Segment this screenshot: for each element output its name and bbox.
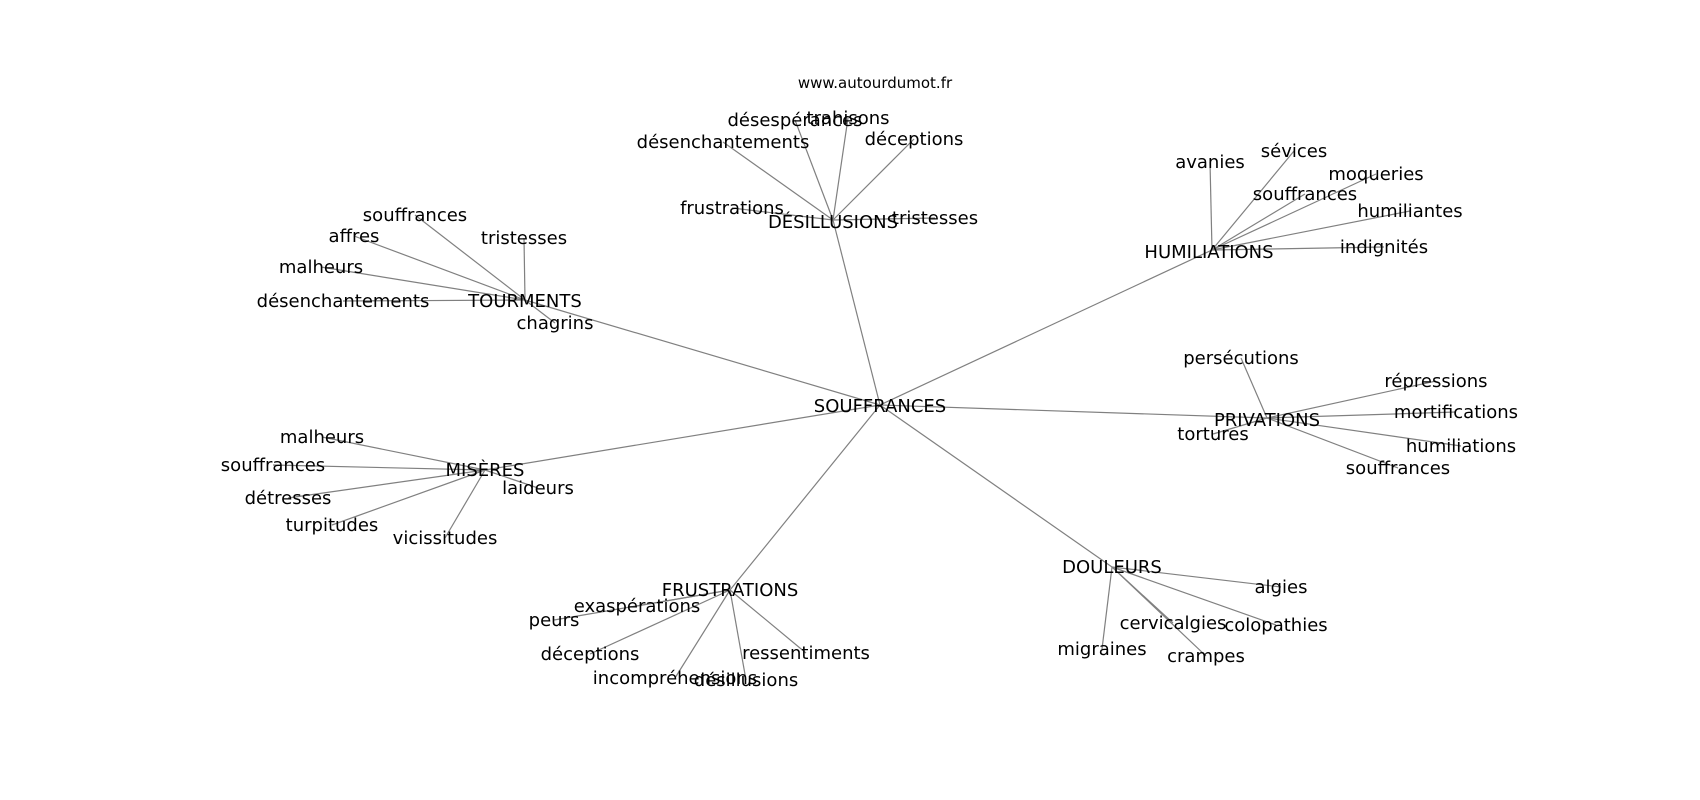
edge-tourments-4 — [342, 299, 526, 302]
word-node: désespérances — [727, 110, 862, 131]
word-node: incompréhensions — [593, 668, 757, 689]
edge-desillusions-2 — [722, 141, 834, 221]
word-node: colopathies — [1224, 615, 1327, 636]
word-node: tristesses — [481, 228, 567, 249]
hub-node-tourments: TOURMENTS — [467, 291, 582, 312]
edge-miseres-5 — [444, 469, 486, 539]
edge-miseres-1 — [272, 464, 486, 471]
edge-root-humiliations — [879, 249, 1213, 406]
edge-desillusions-5 — [832, 217, 936, 221]
word-node: sévices — [1261, 141, 1327, 162]
edge-frustrations-2 — [589, 589, 731, 655]
hub-node-desillusions: DÉSILLUSIONS — [768, 211, 898, 233]
edge-desillusions-4 — [731, 207, 834, 221]
edge-root-tourments — [524, 299, 881, 406]
edge-douleurs-4 — [1111, 566, 1207, 657]
word-node: souffrances — [1346, 458, 1450, 479]
hub-node-frustrations: FRUSTRATIONS — [662, 580, 799, 601]
edge-miseres-0 — [321, 436, 486, 471]
word-node: désenchantements — [637, 132, 810, 153]
word-node: crampes — [1167, 646, 1245, 667]
edges-layer — [272, 117, 1462, 681]
word-node: laideurs — [502, 478, 574, 499]
edge-humiliations-2 — [1211, 173, 1377, 251]
edge-douleurs-3 — [1101, 566, 1113, 650]
edge-douleurs-0 — [1111, 566, 1282, 588]
edge-root-privations — [879, 404, 1268, 419]
edge-frustrations-1 — [553, 589, 731, 621]
word-node: avanies — [1175, 152, 1245, 173]
word-node: chagrins — [517, 313, 594, 334]
word-node: détresses — [245, 488, 332, 509]
hub-node-privations: PRIVATIONS — [1214, 410, 1320, 431]
word-node: tristesses — [892, 208, 978, 229]
word-node: malheurs — [279, 257, 363, 278]
word-node: souffrances — [363, 205, 467, 226]
edge-root-miseres — [484, 404, 881, 471]
edge-tourments-2 — [523, 237, 526, 301]
edge-miseres-2 — [484, 469, 539, 489]
word-node: humiliantes — [1357, 201, 1462, 222]
word-node: persécutions — [1183, 348, 1299, 369]
edge-frustrations-3 — [729, 589, 807, 654]
word-node: affres — [329, 226, 380, 247]
edge-desillusions-3 — [832, 138, 915, 221]
word-node: désillusions — [694, 670, 798, 691]
site-url: www.autourdumot.fr — [798, 74, 953, 92]
edge-privations-3 — [1212, 417, 1268, 435]
edge-tourments-0 — [414, 214, 526, 301]
root-node: SOUFFRANCES — [814, 396, 946, 417]
word-node: peurs — [529, 610, 580, 631]
edge-desillusions-0 — [794, 119, 834, 221]
word-node: frustrations — [680, 198, 784, 219]
edge-frustrations-5 — [729, 589, 747, 681]
word-node: malheurs — [280, 427, 364, 448]
edge-privations-4 — [1266, 417, 1462, 447]
edge-humiliations-1 — [1211, 150, 1295, 251]
edge-miseres-4 — [331, 469, 486, 526]
edge-tourments-3 — [320, 266, 526, 301]
word-node: cervicalgies — [1120, 613, 1227, 634]
word-node: mortifications — [1394, 402, 1518, 423]
word-node: désenchantements — [257, 291, 430, 312]
edge-humiliations-0 — [1209, 161, 1213, 251]
edge-root-douleurs — [879, 404, 1113, 568]
edge-privations-5 — [1266, 417, 1399, 469]
edge-privations-1 — [1266, 380, 1437, 419]
edge-tourments-5 — [524, 299, 556, 324]
word-node: déceptions — [541, 644, 640, 665]
hub-node-miseres: MISÈRES — [446, 459, 525, 481]
edge-privations-2 — [1266, 411, 1457, 419]
word-node: souffrances — [1253, 184, 1357, 205]
edge-miseres-3 — [287, 469, 486, 499]
word-node: souffrances — [221, 455, 325, 476]
edge-privations-0 — [1240, 357, 1268, 419]
edge-desillusions-1 — [832, 117, 849, 221]
word-node: migraines — [1057, 639, 1146, 660]
word-node: tortures — [1177, 424, 1248, 445]
word-node: répressions — [1384, 371, 1487, 392]
word-node: indignités — [1340, 237, 1428, 258]
word-node: turpitudes — [286, 515, 379, 536]
word-node: algies — [1255, 577, 1308, 598]
word-node: trahisons — [806, 108, 889, 129]
word-node: déceptions — [865, 129, 964, 150]
word-node: humiliations — [1406, 436, 1516, 457]
hub-node-humiliations: HUMILIATIONS — [1144, 242, 1273, 263]
word-node: exaspérations — [574, 596, 701, 617]
edge-humiliations-5 — [1211, 246, 1385, 251]
edge-tourments-1 — [353, 235, 526, 301]
edge-humiliations-4 — [1211, 210, 1411, 251]
word-node: moqueries — [1328, 164, 1423, 185]
edge-humiliations-3 — [1211, 193, 1306, 251]
hub-node-douleurs: DOULEURS — [1062, 557, 1162, 578]
word-node: vicissitudes — [393, 528, 498, 549]
edge-frustrations-4 — [674, 589, 731, 679]
edge-root-desillusions — [832, 219, 881, 406]
edge-douleurs-2 — [1111, 566, 1277, 626]
word-node: ressentiments — [742, 643, 870, 664]
edge-root-frustrations — [729, 404, 881, 591]
